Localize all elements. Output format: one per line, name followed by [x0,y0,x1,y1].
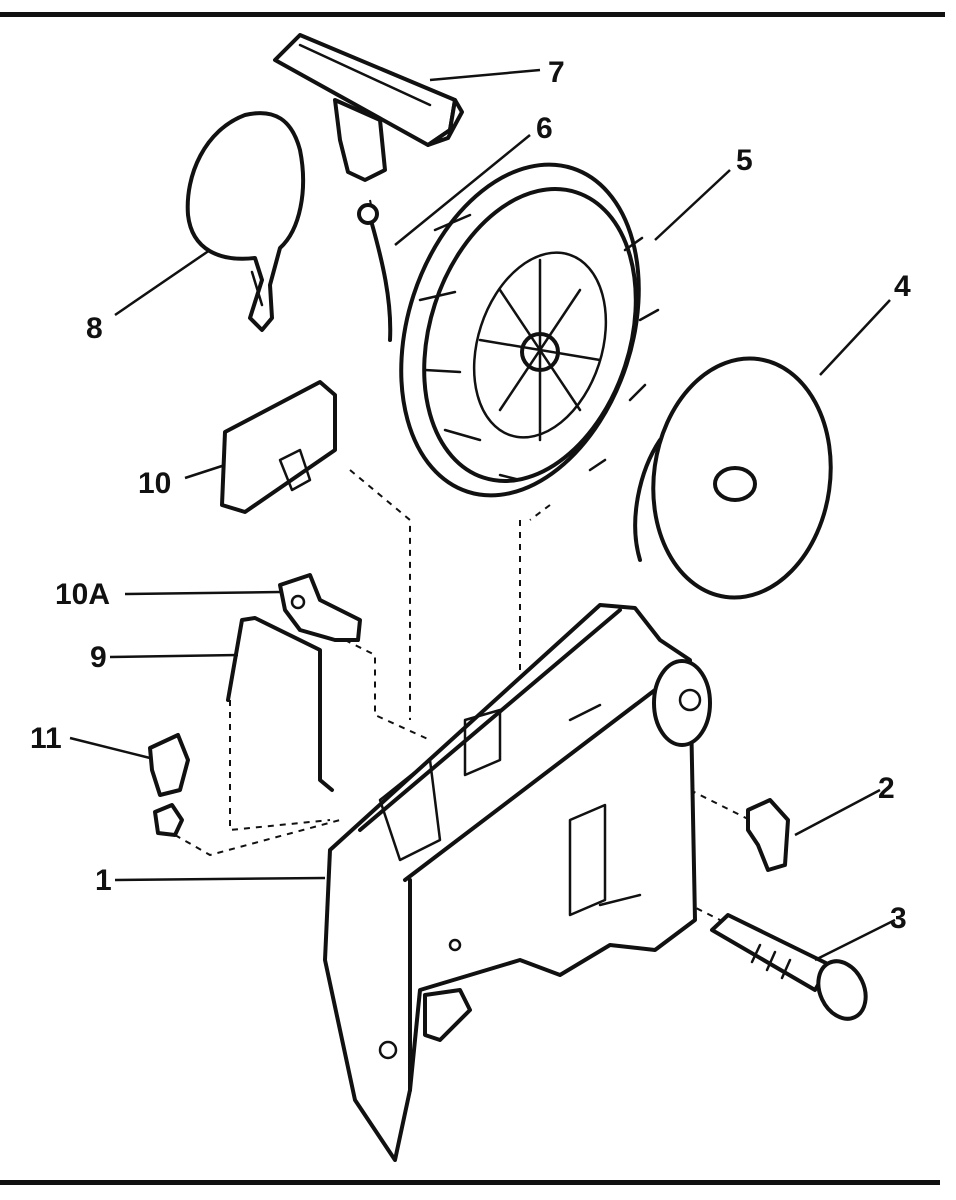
callout-4: 4 [894,270,911,303]
callout-7: 7 [548,56,565,89]
callout-3: 3 [890,902,907,935]
part-4-spring-cup [633,356,833,600]
callout-1: 1 [95,864,112,897]
callout-8: 8 [86,312,103,345]
part-6-starter-rope [357,203,393,342]
part-1-housing-bracket [323,603,712,1162]
part-5-starter-pulley [399,162,660,498]
callout-10: 10 [138,467,171,500]
part-11-clip [148,733,190,837]
callout-6: 6 [536,112,553,145]
top-rule [0,12,945,17]
callout-11: 11 [30,722,62,755]
part-10-cover-plate [220,380,337,514]
part-10a-pawl [278,573,362,642]
bottom-rule [0,1180,940,1185]
part-2-retainer-clip [746,798,790,872]
callout-2: 2 [878,772,895,805]
callout-10a: 10A [55,578,110,611]
callout-9: 9 [90,641,107,674]
callout-leaders [69,68,896,962]
part-3-bolt [710,913,868,1021]
callout-5: 5 [736,144,753,177]
part-9-wire-spring [226,616,334,792]
part-8-handle-bail [185,111,306,332]
part-7-starter-handle [273,33,464,182]
